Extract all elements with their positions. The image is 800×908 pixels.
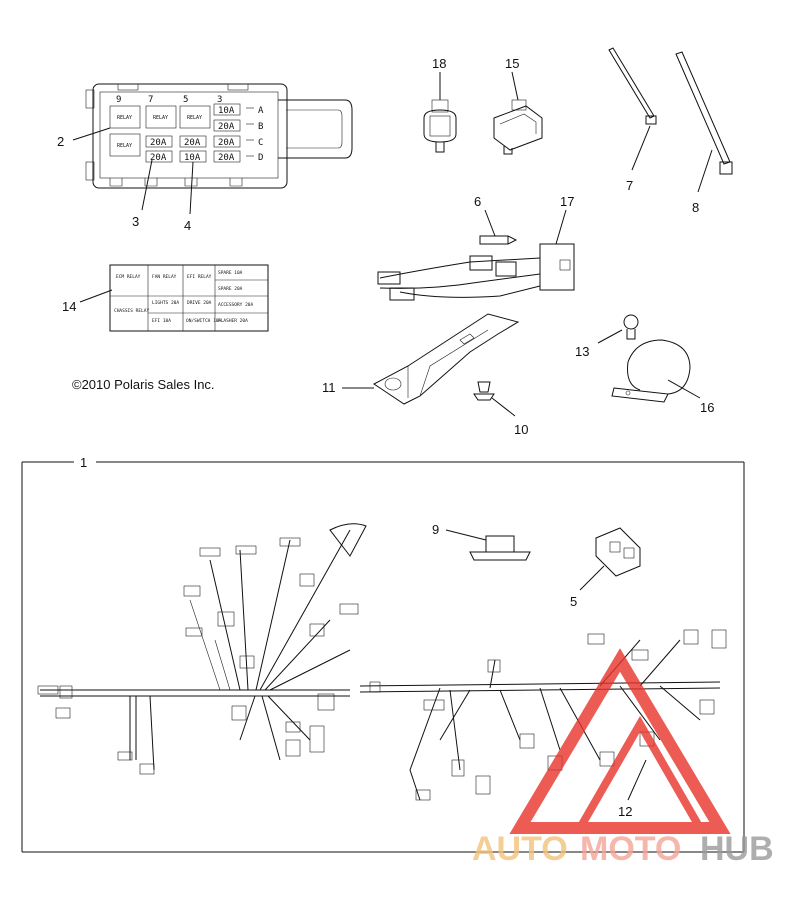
label-efi-relay: EFI RELAY: [187, 274, 212, 280]
label-flasher-20a: FLASHER 20A: [218, 318, 248, 324]
callout-6: 6: [474, 194, 481, 209]
fuse-a: 10A: [218, 106, 235, 116]
watermark-logo: AUTO MOTO HUB: [472, 648, 774, 868]
label-spare-10a: SPARE 10A: [218, 270, 243, 276]
callout-4: 4: [184, 218, 191, 233]
fuse-row-d: D: [258, 153, 263, 163]
watermark-auto: AUTO: [472, 830, 568, 868]
fuse-col-9: 9: [116, 95, 121, 105]
copyright-notice: ©2010 Polaris Sales Inc.: [72, 377, 215, 392]
fuse-row-b: B: [258, 122, 263, 132]
watermark-moto: MOTO: [580, 830, 681, 868]
callout-17: 17: [560, 194, 574, 209]
callout-12: 12: [618, 804, 632, 819]
callout-5: 5: [570, 594, 577, 609]
callout-7: 7: [626, 178, 633, 193]
fuse-col-3: 3: [217, 95, 222, 105]
label-onswitch-10a: ON/SWITCH 10A: [186, 318, 222, 324]
relay-2: RELAY: [153, 115, 168, 121]
label-ecm-relay: ECM RELAY: [116, 274, 141, 280]
label-spare-20a: SPARE 20A: [218, 286, 243, 292]
fuse-b: 20A: [218, 122, 235, 132]
terminal-connector: [595, 527, 641, 577]
callout-2: 2: [57, 134, 64, 149]
label-accessory-20a: ACCESSORY 20A: [218, 302, 254, 308]
fuse-c1: 20A: [150, 138, 167, 148]
p-clamp: [611, 339, 691, 403]
relay-4: RELAY: [117, 143, 132, 149]
relay-1: RELAY: [117, 115, 132, 121]
callout-15: 15: [505, 56, 519, 71]
fuse-c3: 20A: [218, 138, 235, 148]
fuse-col-5: 5: [183, 95, 188, 105]
fuse-d1: 20A: [150, 153, 167, 163]
fuse-d2: 10A: [184, 153, 201, 163]
main-harness-left: [37, 523, 367, 775]
push-rivet: [623, 314, 639, 340]
relay-part: [423, 99, 457, 153]
grommet-part: [469, 535, 531, 561]
callout-1: 1: [80, 455, 87, 470]
label-fan-relay: FAN RELAY: [152, 274, 177, 280]
fuse-row-a: A: [258, 106, 264, 116]
fuse-d3: 20A: [218, 153, 235, 163]
fuse-c2: 20A: [184, 138, 201, 148]
callout-10: 10: [514, 422, 528, 437]
callout-16: 16: [700, 400, 714, 415]
label-efi-10a: EFI 10A: [152, 318, 171, 324]
mounting-bracket: [373, 313, 520, 405]
watermark-hub: HUB: [700, 830, 774, 868]
cable-tie-short: [608, 47, 657, 125]
fuse-col-7: 7: [148, 95, 153, 105]
fuse-row-c: C: [258, 138, 263, 148]
callout-8: 8: [692, 200, 699, 215]
callout-11: 11: [322, 380, 336, 395]
fuse-box: 9 7 5 3 RELAY RELAY RELAY RELAY 10A 20A …: [85, 83, 353, 189]
label-drive-20a: DRIVE 20A: [187, 300, 212, 306]
callout-9: 9: [432, 522, 439, 537]
label-chassis-relay: CHASSIS RELAY: [114, 308, 150, 314]
callout-13: 13: [575, 344, 589, 359]
fuse-label-decal: ECM RELAY FAN RELAY EFI RELAY SPARE 10A …: [109, 264, 269, 332]
connector-part: [493, 99, 543, 155]
callout-14: 14: [62, 299, 76, 314]
relay-3: RELAY: [187, 115, 202, 121]
callout-18: 18: [432, 56, 446, 71]
sub-harness: [377, 235, 575, 301]
screw-part: [473, 381, 495, 401]
callout-3: 3: [132, 214, 139, 229]
label-lights-20a: LIGHTS 20A: [152, 300, 179, 306]
cable-tie-long: [675, 51, 733, 175]
